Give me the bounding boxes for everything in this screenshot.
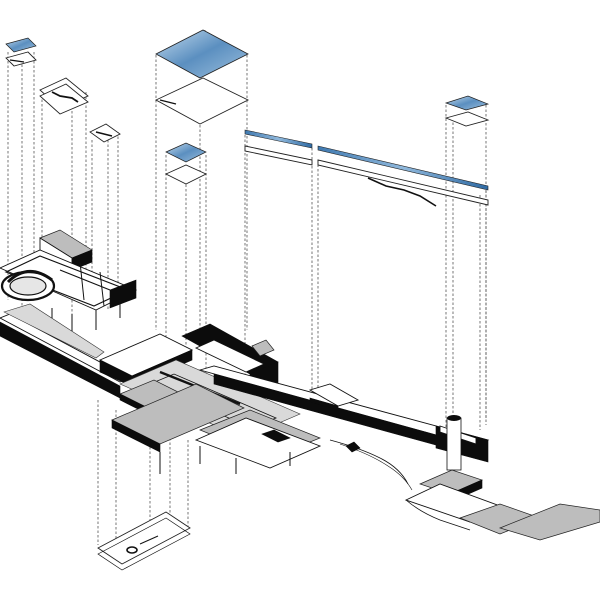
roof-plate-third	[89, 123, 121, 143]
skylight-long-strip	[244, 129, 489, 207]
left-building-cluster	[0, 229, 138, 334]
long-bar-building	[198, 365, 490, 463]
skylight-far-left	[5, 37, 37, 67]
roof-plate-second	[39, 77, 89, 115]
projection-lines	[7, 30, 487, 545]
skylight-right-tower	[444, 95, 490, 127]
right-landscape	[329, 439, 600, 541]
skylight-small	[164, 142, 208, 185]
left-arm-slab	[0, 303, 132, 399]
skylight-large	[155, 29, 250, 125]
right-cylinder	[446, 415, 462, 471]
bottom-plan-plate	[97, 511, 191, 571]
central-building	[98, 323, 322, 474]
